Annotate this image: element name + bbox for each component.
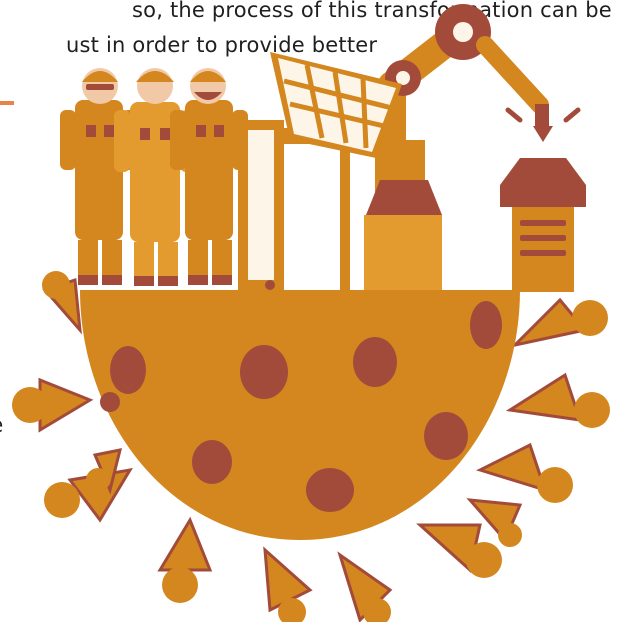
worker-middle-icon bbox=[114, 68, 196, 286]
virus-icon bbox=[12, 271, 610, 622]
pedestal-icon bbox=[500, 158, 586, 292]
paragraph-text-line: so, the process of this transformation c… bbox=[132, 0, 612, 22]
paragraph-text-fragment: ve bbox=[0, 415, 3, 436]
door-frame-icon bbox=[238, 120, 284, 290]
solar-panel-icon bbox=[270, 52, 402, 290]
worker-left-icon bbox=[60, 68, 138, 285]
worker-right-icon bbox=[170, 68, 248, 285]
paragraph-text-line: ust in order to provide better bbox=[66, 33, 378, 57]
accent-dash bbox=[0, 101, 14, 105]
